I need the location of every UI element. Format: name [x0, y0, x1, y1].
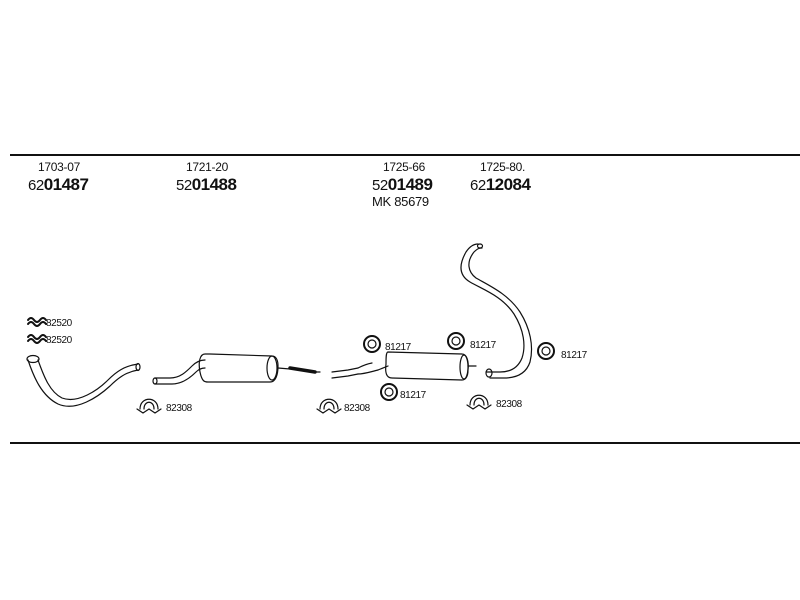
part-2-number: 5201488: [176, 175, 237, 194]
rubber-ring-icon-4: [537, 342, 555, 360]
part-1-number: 6201487: [28, 175, 89, 194]
rubber-ring-icon-3: [447, 332, 465, 350]
front-pipe: [26, 354, 141, 407]
part-3-number: 5201489: [372, 175, 433, 194]
gasket-icon-a: [27, 317, 47, 327]
gasket-icon-b: [27, 334, 47, 344]
clamp-label-3: 82308: [496, 399, 522, 410]
clamp-icon-2: [316, 398, 342, 414]
clamp-icon-3: [466, 394, 492, 410]
rubber-ring-icon-1: [363, 335, 381, 353]
top-rule: [10, 154, 800, 156]
clamp-label-2: 82308: [344, 403, 370, 414]
middle-silencer: [152, 353, 321, 385]
ring-label-4: 81217: [561, 350, 587, 361]
ring-label-3: 81217: [470, 340, 496, 351]
rear-silencer: [331, 351, 477, 381]
part-1-ref: 1703-07: [38, 160, 80, 174]
part-3-alt-number: MK 85679: [372, 194, 429, 209]
ring-label-1: 81217: [385, 342, 411, 353]
clamp-icon-1: [136, 398, 162, 414]
ring-label-2: 81217: [400, 390, 426, 401]
gasket-label-b: 82520: [46, 335, 72, 346]
part-2-ref: 1721-20: [186, 160, 228, 174]
gasket-label-a: 82520: [46, 318, 72, 329]
part-3-ref: 1725-66: [383, 160, 425, 174]
tail-pipe: [460, 243, 533, 379]
clamp-label-1: 82308: [166, 403, 192, 414]
bottom-rule: [10, 442, 800, 444]
part-4-number: 6212084: [470, 175, 531, 194]
rubber-ring-icon-2: [380, 383, 398, 401]
part-4-ref: 1725-80.: [480, 160, 525, 174]
